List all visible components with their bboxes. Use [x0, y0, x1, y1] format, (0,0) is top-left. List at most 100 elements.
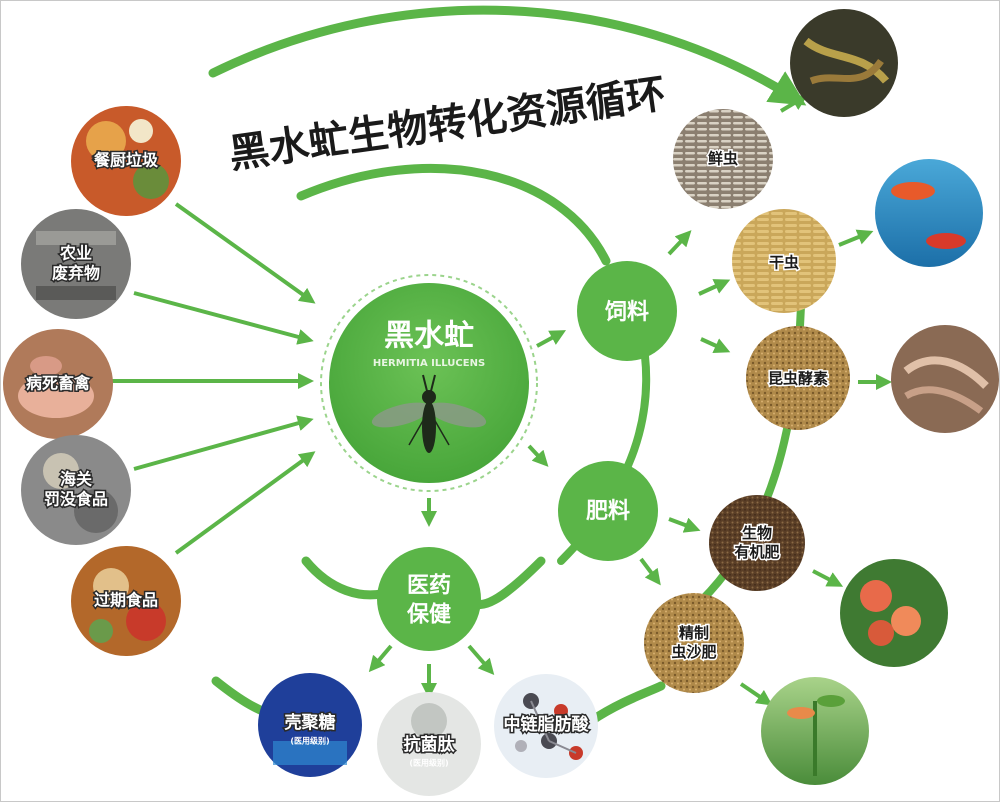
feed-product-label-1: 干虫: [769, 254, 799, 272]
input-dead-livestock: [3, 329, 113, 439]
fertilizer-product-label-1: 精制: [679, 624, 709, 642]
fly-leg-left: [408, 418, 425, 446]
fruit-photo-detail: [868, 620, 894, 646]
dead-livestock-photo-detail: [30, 356, 62, 376]
bottom-arc: [301, 556, 391, 600]
fly-body: [422, 401, 436, 453]
feed-product-label-2: 昆虫酵素: [768, 370, 828, 388]
feed-product-label-0: 鲜虫: [708, 150, 738, 168]
input-circles: [3, 106, 181, 656]
expired-food-photo-detail: [89, 619, 113, 643]
input-label-1: 农业: [59, 244, 92, 263]
poultry-feed-photo: [790, 9, 898, 117]
product-nodes: [377, 261, 677, 651]
input-label-3: 海关: [60, 470, 92, 489]
insect-enzyme-photo: [746, 326, 850, 430]
ornamental-fish-photo-detail: [926, 233, 966, 249]
kitchen-waste-photo-detail: [86, 121, 126, 161]
input-label-0: 餐厨垃圾: [93, 151, 159, 170]
input-agricultural-waste: [21, 209, 131, 319]
fertilizer-product-circles: [644, 495, 805, 693]
fertilizer-node: [558, 461, 658, 561]
poultry-feed-photo-detail: [809, 58, 884, 85]
fertilizer-node-label: 肥料: [586, 499, 630, 524]
molecule-bond: [548, 740, 577, 754]
feed-product-circles: [673, 109, 850, 430]
arrow-agricultural-waste: [133, 291, 314, 345]
fresh-larvae-photo: [673, 109, 773, 209]
plant-seedling-photo-detail: [817, 695, 845, 707]
agricultural-waste-photo-detail: [36, 286, 116, 300]
arrow-bio-to-fruit: [812, 569, 844, 587]
center-name-label: 黑水虻: [384, 319, 474, 354]
medical-product-sub-0: (医用级别): [290, 736, 329, 746]
fly-leg-right: [433, 418, 450, 446]
arrow-confiscated-food: [133, 415, 314, 471]
fly-icon: [371, 374, 487, 453]
arrow-expired-food: [174, 451, 316, 555]
kitchen-waste-photo-detail: [129, 119, 153, 143]
fertilizer-product-label-0: 有机肥: [734, 543, 779, 561]
fly-antenna-left: [422, 374, 428, 392]
dead-livestock-photo-detail: [18, 374, 94, 418]
molecule-atom: [515, 740, 527, 752]
shrimp-photo-detail: [904, 386, 984, 414]
fly-wing-left: [371, 402, 431, 428]
center-node: [320, 274, 538, 492]
arrow-med-to-fatty-acid: [467, 644, 495, 676]
molecule-atom: [554, 704, 568, 718]
input-label-4: 过期食品: [94, 591, 158, 610]
feed-node: [577, 261, 677, 361]
arrow-fert-to-frass: [639, 557, 661, 586]
expired-food-photo-detail: [126, 601, 166, 641]
fruit-photo-detail: [860, 580, 892, 612]
arrows: [111, 94, 892, 706]
end-use-circles: [761, 9, 999, 785]
arrow-feed-to-dried: [698, 279, 731, 296]
bio-organic-fertilizer-photo: [709, 495, 805, 591]
input-label-2: 病死畜禽: [26, 374, 91, 393]
molecule-bond: [530, 700, 550, 742]
input-kitchen-waste: [71, 106, 181, 216]
fertilizer-product-label-1: 虫沙肥: [671, 643, 716, 661]
chitosan-photo-detail: [273, 741, 347, 765]
bottom-right-arc: [466, 556, 546, 610]
ornamental-fish-photo-detail: [891, 182, 935, 200]
medical-product-circles: [258, 673, 598, 796]
fly-antenna-right: [430, 374, 436, 392]
medical-node-label: 医药: [407, 574, 451, 599]
antimicrobial-peptide-photo-detail: [411, 703, 447, 739]
input-label-1: 废弃物: [52, 264, 100, 283]
confiscated-food-photo-detail: [43, 453, 79, 489]
center-latin-label: HERMITIA ILLUCENS: [373, 358, 485, 369]
dried-larvae-photo: [732, 209, 836, 313]
input-expired-food: [71, 546, 181, 656]
agricultural-waste-photo-detail: [36, 231, 116, 245]
shrimp-photo-detail: [903, 356, 989, 389]
diagram-title: 黑水虻生物转化资源循环: [226, 71, 668, 178]
medical-product-label-2: 中链脂肪酸: [504, 714, 590, 735]
inner-arc: [296, 163, 611, 266]
arrow-dried-to-fish: [838, 229, 874, 247]
plant-seedling-photo-detail: [787, 707, 815, 719]
arrow-feed-to-fresh: [667, 230, 692, 256]
expired-food-photo-detail: [93, 568, 129, 604]
medical-product-label-1: 抗菌肽: [404, 734, 456, 755]
center-halo: [320, 274, 538, 492]
arrow-fresh-to-poultry: [779, 94, 808, 113]
refined-frass-fertilizer-photo: [644, 593, 744, 693]
arrow-med-to-chitosan: [368, 644, 393, 673]
medical-product-label-0: 壳聚糖: [284, 712, 336, 733]
input-confiscated-food: [21, 435, 131, 545]
fertilizer-product-label-0: 生物: [742, 524, 772, 542]
center-circle: [329, 283, 529, 483]
ornamental-fish-photo: [875, 159, 983, 267]
arrow-frass-to-plant: [739, 682, 773, 706]
fly-wing-right: [427, 402, 487, 428]
poultry-feed-photo-detail: [803, 37, 890, 84]
arrow-feed-to-enzyme: [700, 337, 731, 353]
medical-node-label: 保健: [406, 601, 451, 627]
fly-head: [422, 390, 436, 404]
